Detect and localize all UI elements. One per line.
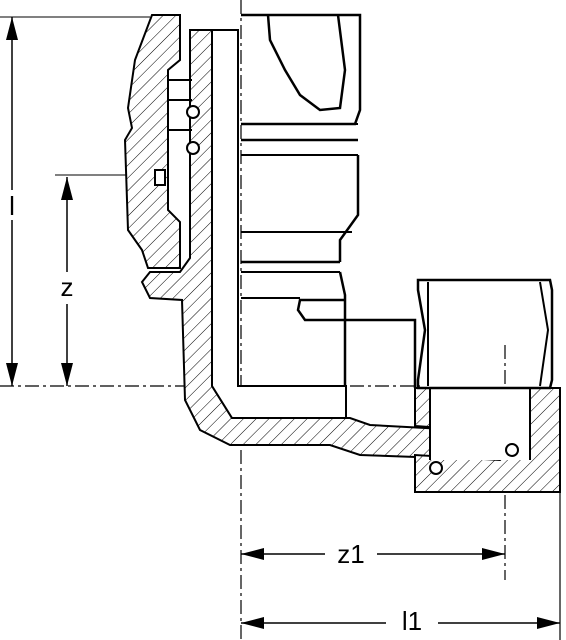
pipe-outline [241, 13, 417, 388]
compression-sleeve [123, 14, 181, 269]
outlet-nut [416, 278, 554, 390]
dimension-z1: z1 [241, 537, 505, 571]
dimension-l1: l1 [241, 604, 560, 640]
dimension-l1-label: l1 [402, 606, 422, 636]
dimension-l-label: l [9, 191, 15, 221]
fitting-body-section [123, 14, 561, 493]
dimension-z1-label: z1 [337, 539, 364, 569]
dimension-z-label: z [61, 272, 74, 302]
dimension-l: l [0, 17, 24, 386]
dimension-z: z [50, 177, 84, 386]
o-rings [154, 79, 519, 475]
